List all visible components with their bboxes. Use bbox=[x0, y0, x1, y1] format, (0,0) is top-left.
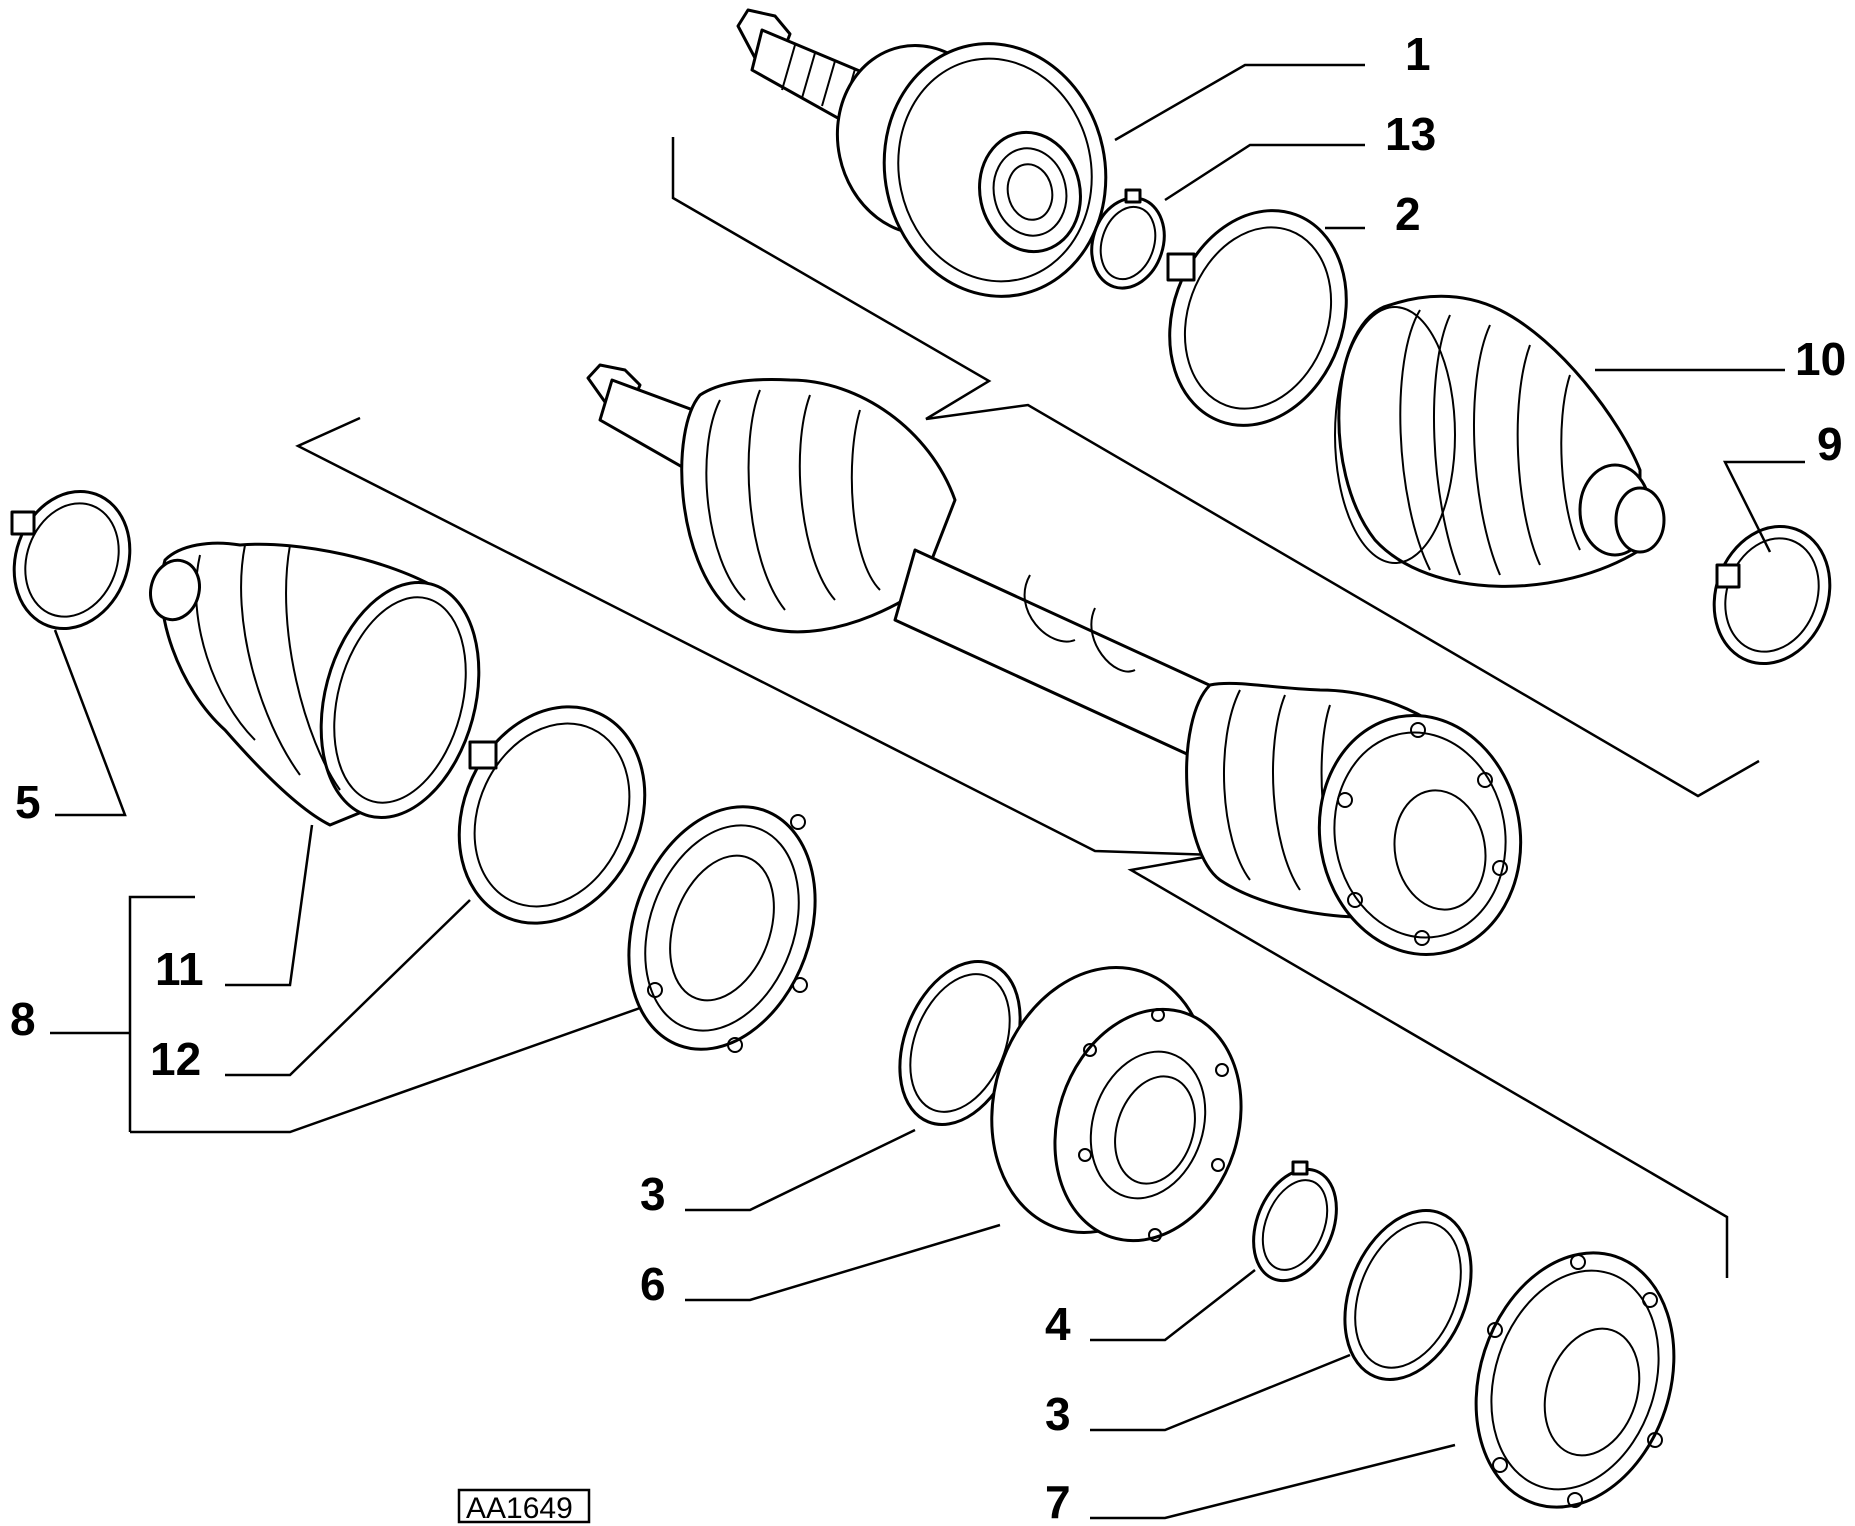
boot-clamp-small-right bbox=[1712, 524, 1832, 666]
callout-4: 4 bbox=[1045, 1298, 1071, 1350]
inner-joint-body bbox=[990, 966, 1243, 1243]
leader-cup bbox=[130, 1006, 641, 1134]
leader-3b bbox=[1090, 1353, 1351, 1432]
callout-12: 12 bbox=[150, 1033, 201, 1085]
leader-11 bbox=[225, 824, 314, 987]
drawing-ref-box bbox=[457, 1488, 591, 1524]
leader-9 bbox=[1722, 460, 1805, 553]
callout-8: 8 bbox=[10, 993, 36, 1045]
outer-joint-boot bbox=[1334, 294, 1666, 588]
boot-clamp-large-upper bbox=[1166, 209, 1348, 427]
callout-2: 2 bbox=[1395, 188, 1421, 240]
joint-end-cover bbox=[1474, 1251, 1676, 1509]
leader-13 bbox=[1164, 143, 1365, 202]
callout-3-lower: 3 bbox=[1045, 1388, 1071, 1440]
callout-13: 13 bbox=[1385, 108, 1436, 160]
leader-3a bbox=[685, 1128, 916, 1212]
boot-clamp-small-left bbox=[10, 489, 132, 631]
circlip-lower bbox=[1252, 1160, 1338, 1283]
callout-1: 1 bbox=[1405, 28, 1431, 80]
callout-11: 11 bbox=[155, 943, 204, 995]
outer-cv-joint bbox=[736, 8, 1108, 298]
callout-7: 7 bbox=[1045, 1476, 1071, 1526]
callout-3-upper: 3 bbox=[640, 1168, 666, 1220]
inner-joint-boot bbox=[149, 541, 481, 827]
leader-12 bbox=[225, 899, 471, 1077]
o-ring-lower bbox=[1343, 1209, 1473, 1381]
boot-retaining-cup bbox=[627, 805, 817, 1053]
callout-10: 10 bbox=[1795, 333, 1846, 385]
leader-4 bbox=[1090, 1269, 1256, 1342]
callout-9: 9 bbox=[1817, 418, 1843, 470]
leader-1 bbox=[1114, 63, 1365, 142]
circlip-upper bbox=[1090, 188, 1166, 290]
upper-group-bracket bbox=[671, 137, 1760, 798]
leader-5 bbox=[53, 629, 127, 817]
bracket-8 bbox=[128, 895, 195, 1132]
callout-6: 6 bbox=[640, 1258, 666, 1310]
drawing-ref-code: AA1649 bbox=[466, 1492, 573, 1525]
leader-7 bbox=[1090, 1443, 1456, 1520]
callout-5: 5 bbox=[15, 776, 41, 828]
boot-clamp-large-lower bbox=[457, 705, 647, 925]
leader-6 bbox=[685, 1223, 1001, 1302]
assembled-driveshaft bbox=[586, 363, 1523, 956]
